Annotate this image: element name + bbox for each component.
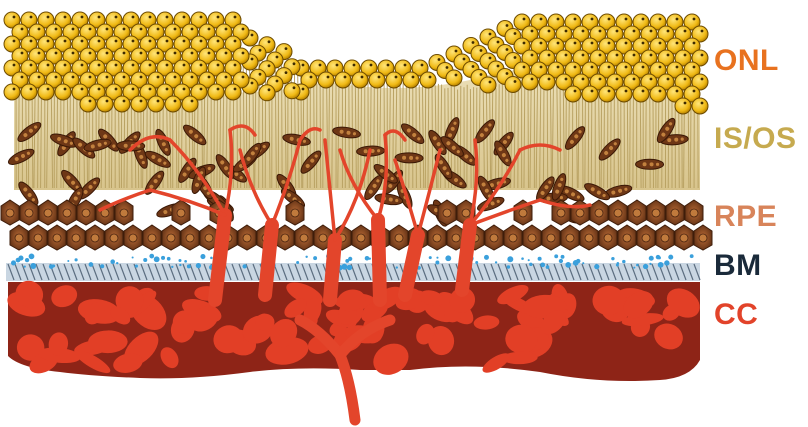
onl-nucleus: [386, 72, 402, 88]
onl-nucleus: [352, 72, 368, 88]
rpe-nucleus: [614, 209, 622, 217]
onl-nucleus: [505, 77, 521, 93]
onl-nucleus: [582, 86, 598, 102]
rpe-nucleus: [186, 234, 194, 242]
bm-label: BM: [714, 249, 762, 283]
onl-nucleus: [692, 98, 708, 114]
is-os-label: IS/OS: [714, 122, 797, 156]
rpe-nucleus: [34, 234, 42, 242]
bruchs-membrane: [6, 253, 700, 281]
onl-nucleus: [650, 86, 666, 102]
rpe-nucleus: [148, 234, 156, 242]
rpe-nucleus: [566, 234, 574, 242]
rpe-nucleus: [395, 234, 403, 242]
rpe-nucleus: [576, 209, 584, 217]
onl-label: ONL: [714, 44, 779, 78]
rpe-nucleus: [661, 234, 669, 242]
onl-nucleus: [420, 72, 436, 88]
onl-nucleus: [208, 84, 224, 100]
rpe-nucleus: [490, 234, 498, 242]
rpe-nucleus: [680, 234, 688, 242]
rpe-nucleus: [129, 234, 137, 242]
rpe-nucleus: [44, 209, 52, 217]
rpe-nucleus: [547, 234, 555, 242]
onl-nucleus: [259, 85, 275, 101]
rpe-nucleus: [319, 234, 327, 242]
rpe-label: RPE: [714, 200, 777, 234]
onl-nucleus: [80, 96, 96, 112]
rpe-nucleus: [585, 234, 593, 242]
rpe-nucleus: [604, 234, 612, 242]
onl-nucleus: [318, 72, 334, 88]
rpe-nucleus: [443, 209, 451, 217]
onl-nucleus: [165, 96, 181, 112]
rpe-nucleus: [6, 209, 14, 217]
rpe-nucleus: [509, 234, 517, 242]
onl-nucleus: [4, 84, 20, 100]
rpe-nucleus: [699, 234, 707, 242]
melanosome-cell: [636, 159, 664, 169]
choriocapillaris-layer: [4, 276, 705, 381]
onl-nucleus: [284, 83, 300, 99]
rpe-nucleus: [120, 209, 128, 217]
rpe-nucleus: [25, 209, 33, 217]
onl-nucleus: [148, 96, 164, 112]
onl-nucleus: [55, 84, 71, 100]
onl-nucleus: [480, 77, 496, 93]
onl-nucleus: [369, 72, 385, 88]
onl-nucleus: [539, 74, 555, 90]
onl-nucleus: [522, 74, 538, 90]
rpe-nucleus: [15, 234, 23, 242]
onl-nucleus: [131, 96, 147, 112]
rpe-nucleus: [652, 209, 660, 217]
onl-nucleus: [225, 84, 241, 100]
onl-nucleus: [565, 86, 581, 102]
rpe-nucleus: [528, 234, 536, 242]
onl-nucleus: [38, 84, 54, 100]
rpe-nucleus: [633, 209, 641, 217]
rpe-nucleus: [462, 209, 470, 217]
rpe-nucleus: [177, 209, 185, 217]
rpe-nucleus: [642, 234, 650, 242]
rpe-nucleus: [53, 234, 61, 242]
rpe-nucleus: [595, 209, 603, 217]
rpe-nucleus: [281, 234, 289, 242]
onl-nucleus: [403, 72, 419, 88]
onl-nucleus: [182, 96, 198, 112]
rpe-nucleus: [167, 234, 175, 242]
onl-nucleus: [21, 84, 37, 100]
rpe-nucleus: [452, 234, 460, 242]
onl-nucleus: [616, 86, 632, 102]
rpe-nucleus: [519, 209, 527, 217]
rpe-nucleus: [110, 234, 118, 242]
rpe-nucleus: [91, 234, 99, 242]
rpe-nucleus: [72, 234, 80, 242]
onl-nucleus: [97, 96, 113, 112]
melanosome-cell: [395, 153, 423, 164]
rpe-nucleus: [557, 209, 565, 217]
rpe-nucleus: [300, 234, 308, 242]
cc-label: CC: [714, 298, 758, 332]
rpe-nucleus: [63, 209, 71, 217]
rpe-nucleus: [82, 209, 90, 217]
rpe-nucleus: [690, 209, 698, 217]
rpe-nucleus: [433, 234, 441, 242]
rpe-nucleus: [623, 234, 631, 242]
onl-nucleus: [335, 72, 351, 88]
onl-nucleus: [114, 96, 130, 112]
rpe-nucleus: [205, 234, 213, 242]
rpe-nucleus: [671, 209, 679, 217]
onl-nucleus: [675, 98, 691, 114]
onl-nucleus: [633, 86, 649, 102]
rpe-nucleus: [291, 209, 299, 217]
onl-nucleus: [446, 70, 462, 86]
rpe-nucleus: [357, 234, 365, 242]
rpe-nucleus: [243, 234, 251, 242]
onl-nucleus: [599, 86, 615, 102]
